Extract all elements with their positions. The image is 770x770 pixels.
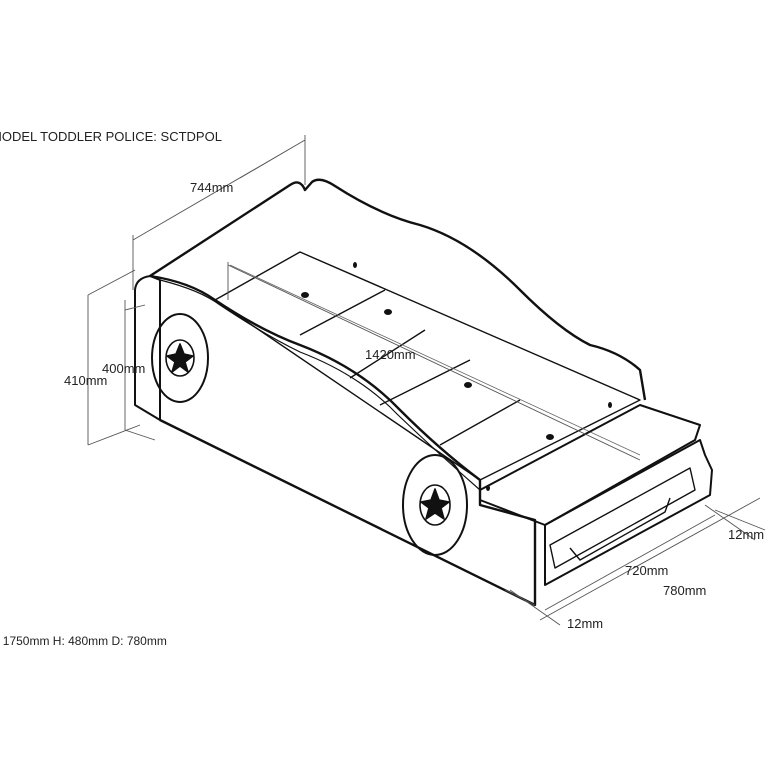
drawer [549, 467, 696, 569]
dim-panel-thickness-bottom: 12mm [567, 616, 604, 631]
rear-wheel [402, 454, 468, 556]
dim-inner-height: 400mm [102, 361, 146, 376]
dim-width-top: 744mm [190, 180, 234, 195]
dim-outer-depth: 780mm [663, 583, 707, 598]
slat-platform [214, 251, 641, 481]
slat-holes [301, 262, 612, 491]
dimension-lines [87, 135, 766, 626]
rear-panel [544, 439, 713, 586]
rear-spoiler [479, 404, 701, 526]
slat-line [299, 289, 521, 446]
dim-length: 1420mm [365, 347, 416, 362]
dim-inner-depth: 720mm [625, 563, 669, 578]
overall-dimensions: W: 1750mm H: 480mm D: 780mm [0, 634, 167, 648]
far-side-panel [149, 178, 647, 401]
model-title: MODEL TODDLER POLICE: SCTDPOL [0, 129, 222, 144]
front-panel [134, 275, 161, 421]
slat-line [229, 264, 641, 456]
wheel-star-icon [166, 343, 194, 373]
near-side-panel [149, 274, 537, 607]
front-wheel [151, 313, 209, 403]
wheel-star-icon [420, 488, 450, 520]
dim-panel-thickness-right: 12mm [728, 527, 765, 542]
dim-outer-height: 410mm [64, 373, 108, 388]
near-side-panel-edge [159, 279, 481, 491]
